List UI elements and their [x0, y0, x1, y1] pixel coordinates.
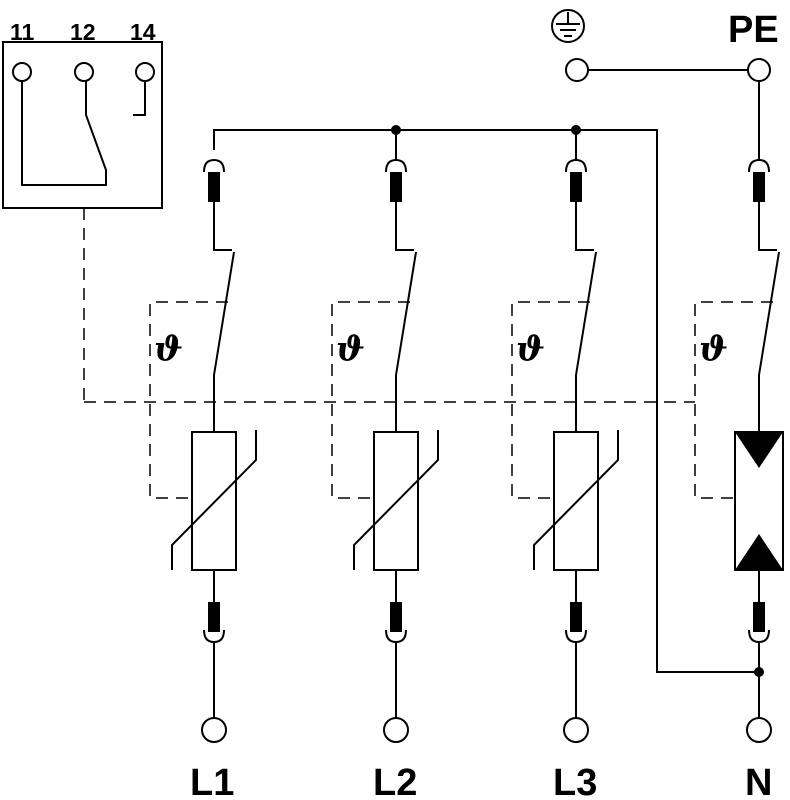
label-l2: L2 [373, 762, 417, 800]
contact-label-14: 14 [130, 19, 156, 45]
wire-switch-in-l2 [395, 202, 414, 251]
fuse-bottom-l2 [390, 602, 402, 632]
thermal-switch-l1 [213, 251, 235, 376]
contact-wire-14 [133, 81, 146, 116]
fuse-top-l3 [570, 172, 582, 202]
terminal-l3 [563, 717, 589, 743]
varistor-l2 [373, 431, 419, 571]
pe-label: PE [728, 9, 779, 51]
earth-group: PE [551, 9, 779, 82]
pe-terminal [747, 58, 771, 82]
fuse-top-l1 [208, 172, 220, 202]
terminal-n [746, 717, 772, 743]
wire-switch-in-l1 [213, 202, 232, 251]
contact-label-11: 11 [10, 19, 35, 45]
bus-wire [213, 129, 759, 673]
varistor-slash-l1 [171, 430, 257, 570]
fuse-bottom-l1 [208, 602, 220, 632]
thermal-symbol-l1: ϑ [154, 329, 183, 369]
contact-terminal-12 [74, 62, 94, 82]
varistor-slash-l3 [533, 430, 619, 570]
fuse-cap-top-l3 [565, 158, 587, 173]
mechanical-linkage [83, 208, 695, 403]
fuse-cap-top-l2 [385, 158, 407, 173]
thermal-switch-n [758, 251, 780, 376]
contact-terminal-11 [12, 62, 32, 82]
contact-housing [2, 41, 163, 209]
varistor-l3 [553, 431, 599, 571]
terminal-l1 [201, 717, 227, 743]
wire-switch-in-n [758, 202, 777, 251]
common-bus [213, 125, 764, 677]
label-l3: L3 [553, 762, 597, 800]
gdt-arrow-bottom-n [735, 534, 783, 570]
fuse-bottom-n [753, 602, 765, 632]
fuse-top-n [753, 172, 765, 202]
fuse-cap-top-n [748, 158, 770, 173]
earth-ground-icon [551, 9, 585, 43]
remote-contact-block: 11 12 14 [2, 19, 163, 209]
thermal-switch-l3 [575, 251, 597, 376]
terminal-l2 [383, 717, 409, 743]
earth-terminal [565, 58, 589, 82]
label-l1: L1 [190, 762, 234, 800]
fuse-top-l2 [390, 172, 402, 202]
contact-terminal-14 [135, 62, 155, 82]
varistor-l1 [191, 431, 237, 571]
fuse-cap-top-l1 [203, 158, 225, 173]
gdt-arrow-top-n [735, 432, 783, 468]
thermal-symbol-l2: ϑ [336, 329, 365, 369]
fuse-bottom-l3 [570, 602, 582, 632]
thermal-symbol-l3: ϑ [516, 329, 545, 369]
varistor-slash-l2 [353, 430, 439, 570]
contact-label-12: 12 [70, 19, 96, 45]
thermal-switch-l2 [395, 251, 417, 376]
contact-wire-11-12 [21, 81, 107, 186]
thermal-symbol-n: ϑ [699, 329, 728, 369]
wire-switch-in-l3 [575, 202, 594, 251]
label-n: N [745, 762, 772, 800]
